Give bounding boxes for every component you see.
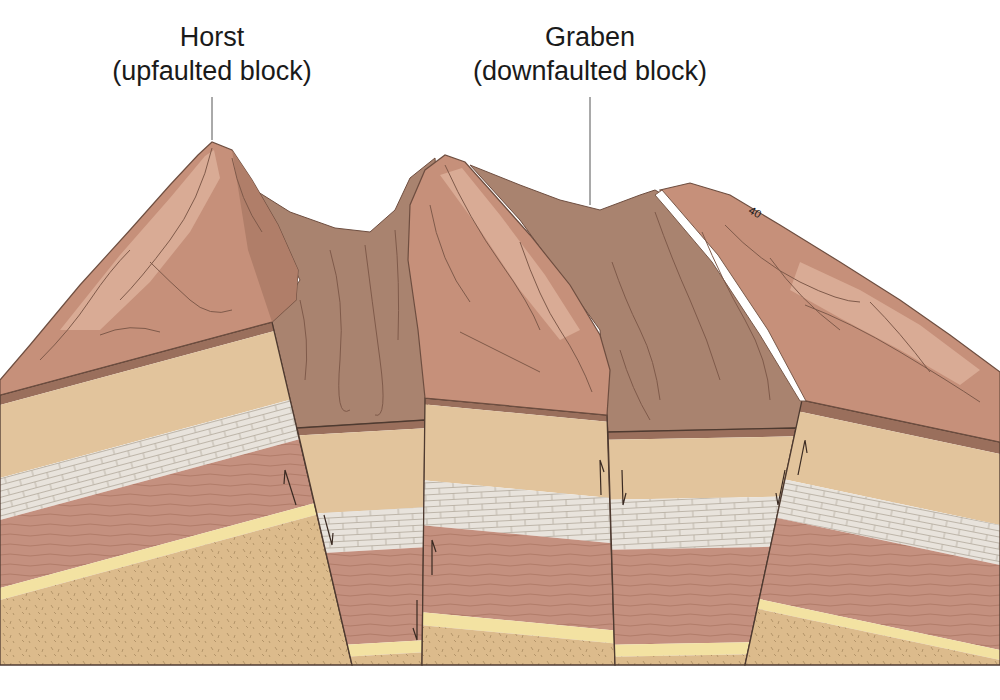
title-label: Horst (180, 22, 245, 53)
tan-layer (290, 428, 430, 515)
leader-line (212, 97, 213, 140)
ridge-line (520, 242, 592, 392)
block-front (290, 392, 430, 700)
ridge-line (770, 258, 840, 330)
block-highlight (440, 168, 580, 340)
horst-surface (0, 142, 298, 395)
ridge-line (430, 205, 470, 302)
sandstone-layer (290, 652, 430, 700)
fault-motion-arrows (284, 440, 807, 640)
limestone-layer (290, 507, 430, 555)
sandstone-layer (0, 503, 360, 700)
sandstone-layer (740, 605, 1000, 700)
fault-arrow (324, 515, 333, 545)
soil-layer (600, 396, 810, 440)
leader-line (590, 97, 591, 205)
terrain-hachures (40, 148, 980, 420)
horst-scarp (232, 150, 298, 322)
ridge-line (445, 165, 540, 330)
ridge-line (725, 225, 860, 302)
gully-line (612, 262, 660, 400)
fault-arrow (776, 470, 785, 505)
fault-arrow (432, 540, 436, 575)
gully-line (330, 250, 350, 411)
block-highlight (790, 262, 980, 385)
fault-arrow (413, 600, 417, 640)
fault-outline (745, 400, 1000, 665)
ridge-line (870, 302, 930, 372)
fault-arrow (622, 470, 626, 505)
fault-outline (297, 420, 425, 665)
gully-line (395, 230, 399, 340)
sandstone-layer (420, 625, 620, 700)
block-front (420, 380, 620, 700)
gully-line (300, 300, 307, 380)
horst-highlight (60, 150, 220, 330)
title-label: Graben (545, 22, 635, 53)
fault-outline (422, 398, 615, 665)
fault-scarp (655, 190, 806, 401)
ridge-line (100, 328, 160, 335)
block-surface (408, 155, 610, 415)
ridge-line (40, 250, 130, 360)
gully-line (365, 245, 383, 415)
gully-line (620, 350, 650, 420)
shale-layer (290, 547, 430, 648)
fault-arrow (284, 470, 296, 505)
ridge-line (232, 158, 262, 232)
block-surface (660, 183, 1000, 442)
ridge-line (805, 305, 980, 402)
fault-arrow (600, 460, 604, 495)
subtitle-label: (upfaulted block) (112, 56, 312, 87)
subtitle-label: (downfaulted block) (473, 56, 707, 87)
ridge-line (460, 332, 540, 372)
gully-line (655, 212, 720, 380)
tan-layer (600, 436, 810, 500)
dip-number: 40 (747, 204, 764, 221)
fault-arrow (798, 440, 807, 475)
ridge-line (150, 262, 232, 312)
